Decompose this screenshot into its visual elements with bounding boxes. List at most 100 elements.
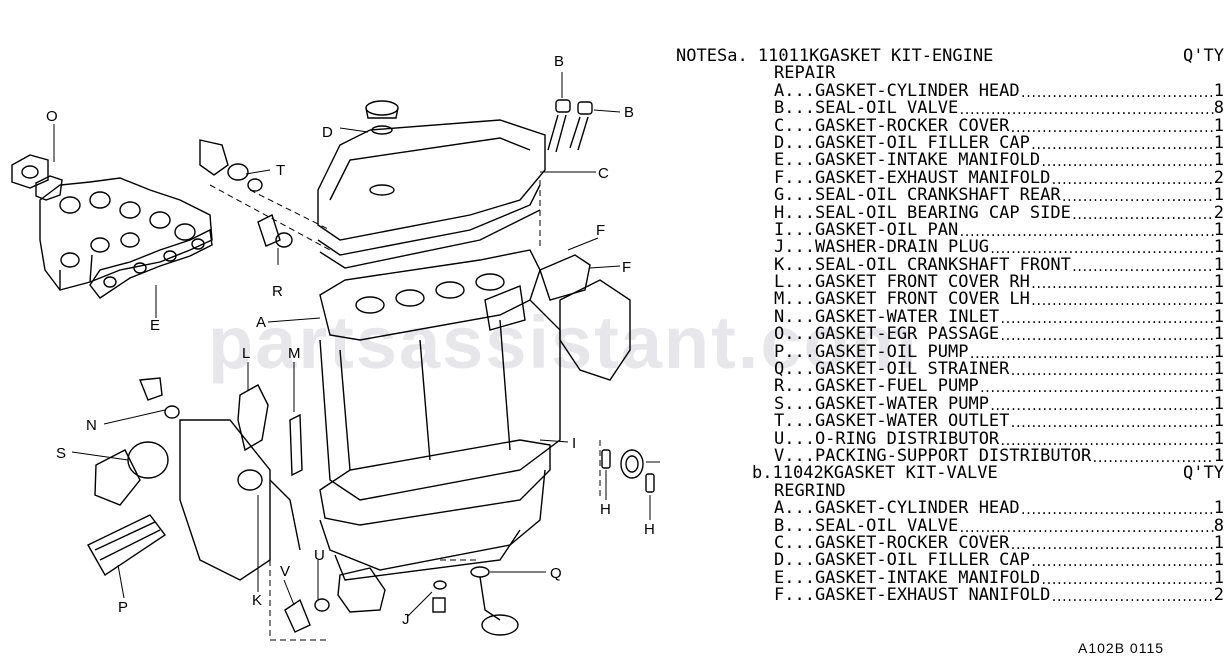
item-qty: 1	[1213, 567, 1224, 588]
leader-lines	[53, 72, 660, 617]
leader-dots: ........................................…	[1070, 207, 1214, 222]
leader-dots: ........................................…	[1019, 503, 1214, 518]
exhaust-manifold-drawing	[484, 254, 631, 381]
callout-m: M	[288, 345, 301, 362]
callout-n: N	[86, 417, 97, 434]
leader-dots: ........................................…	[1009, 364, 1214, 379]
item-qty: 1	[1213, 219, 1224, 240]
callout-b-right: B	[624, 104, 634, 121]
item-qty: 1	[1213, 185, 1224, 206]
callout-t: T	[276, 162, 285, 179]
item-qty: 1	[1213, 80, 1224, 101]
gasket-egr-passage-drawing	[11, 154, 63, 201]
callout-u: U	[314, 547, 325, 564]
item-label: R...GASKET-FUEL PUMP	[774, 376, 979, 397]
kit-b-subtitle: REGRIND	[774, 480, 846, 501]
list-item: R...GASKET-FUEL PUMP....................…	[676, 376, 1224, 397]
leader-dots: ........................................…	[968, 346, 1214, 361]
item-label: H...SEAL-OIL BEARING CAP SIDE	[774, 202, 1071, 223]
rocker-cover-drawing	[317, 119, 546, 269]
list-item: N...GASKET-WATER INLET..................…	[676, 306, 1224, 327]
list-item: B...SEAL-OIL VALVE......................…	[676, 517, 1224, 535]
valve-seals-drawing	[547, 99, 593, 153]
kit-a-header: NOTESa. 11011KGASKET KIT-ENGINE Q'TY	[676, 46, 1224, 66]
item-qty: 1	[1213, 550, 1224, 571]
list-item: S...GASKET-WATER PUMP...................…	[676, 393, 1224, 414]
list-item: K...SEAL-OIL CRANKSHAFT FRONT...........…	[676, 254, 1224, 275]
item-qty: 1	[1213, 359, 1224, 380]
item-label: E...GASKET-INTAKE MANIFOLD	[774, 150, 1041, 171]
leader-dots: ........................................…	[988, 242, 1214, 257]
item-label: D...GASKET-OIL FILLER CAP	[774, 550, 1030, 571]
oil-pump-drawing	[87, 514, 167, 576]
kit-a-title: GASKET KIT-ENGINE	[819, 46, 994, 66]
intake-manifold-drawing	[39, 177, 213, 291]
oil-filler-cap-drawing	[365, 100, 399, 135]
item-qty: 2	[1213, 585, 1224, 606]
kit-a-part-no: 11011K	[757, 46, 820, 66]
item-label: F...GASKET-EXHAUST MANIFOLD	[774, 167, 1051, 188]
callout-h-left: H	[600, 501, 611, 518]
item-label: F...GASKET-EXHAUST NANIFOLD	[774, 585, 1051, 606]
list-item: F...GASKET-EXHAUST MANIFOLD.............…	[676, 167, 1224, 188]
gasket-intake-manifold-drawing	[89, 228, 213, 299]
leader-dots: ........................................…	[978, 381, 1214, 396]
item-label: G...SEAL-OIL CRANKSHAFT REAR	[774, 185, 1061, 206]
kit-b-header: b.11042KGASKET KIT-VALVE Q'TY	[752, 463, 1224, 484]
callout-d: D	[322, 124, 333, 141]
item-qty: 1	[1213, 376, 1224, 397]
exploded-engine-diagram: B B O D T C F F R A E L M N I S G H H U …	[11, 53, 660, 641]
leader-dots: ........................................…	[1040, 572, 1214, 587]
callout-c: C	[598, 165, 609, 182]
callout-e: E	[150, 317, 160, 334]
callout-v: V	[280, 563, 290, 580]
item-label: Q...GASKET-OIL STRAINER	[774, 359, 1010, 380]
callout-f-lower: F	[622, 259, 631, 276]
qty-header-b: Q'TY	[1183, 463, 1224, 484]
item-qty: 2	[1213, 202, 1224, 223]
callout-b-upper: B	[554, 53, 564, 70]
kit-a-marker: a	[727, 46, 738, 66]
callout-j: J	[402, 611, 410, 628]
item-label: S...GASKET-WATER PUMP	[774, 393, 989, 414]
leader-dots: ........................................…	[1009, 120, 1214, 135]
assembly-lines	[209, 180, 601, 641]
kit-b-title: GASKET KIT-VALVE	[833, 463, 998, 484]
item-label: N...GASKET-WATER INLET	[774, 306, 1000, 327]
item-qty: 1	[1213, 237, 1224, 258]
kit-b-marker: b	[752, 463, 763, 484]
leader-dots: ........................................…	[999, 329, 1214, 344]
list-item: C...GASKET-ROCKER COVER.................…	[676, 117, 1224, 135]
item-label: L...GASKET FRONT COVER RH	[774, 272, 1030, 293]
leader-dots: ........................................…	[999, 433, 1214, 448]
item-qty: 1	[1213, 428, 1224, 449]
item-qty: 2	[1213, 167, 1224, 188]
notes-label: NOTES	[676, 46, 728, 66]
leader-dots: ........................................…	[1009, 416, 1214, 431]
item-label: A...GASKET-CYLINDER HEAD	[774, 498, 1020, 519]
item-qty: 1	[1213, 445, 1224, 466]
leader-dots: ........................................…	[988, 398, 1214, 413]
qty-header-a: Q'TY	[1183, 46, 1224, 66]
diagram-code: A102B 0115	[1078, 640, 1165, 656]
list-item: E...GASKET-INTAKE MANIFOLD..............…	[676, 150, 1224, 171]
leader-dots: ........................................…	[1029, 137, 1214, 152]
kit-a-subtitle: REPAIR	[774, 63, 836, 84]
item-qty: 1	[1213, 254, 1224, 275]
item-qty: 8	[1213, 98, 1224, 119]
leader-dots: ........................................…	[1050, 172, 1213, 187]
list-item: F...GASKET-EXHAUST NANIFOLD.............…	[676, 585, 1224, 606]
item-label: C...GASKET-ROCKER COVER	[774, 532, 1010, 553]
leader-dots: ........................................…	[1060, 190, 1214, 205]
leader-dots: ........................................…	[1040, 155, 1214, 170]
item-qty: 1	[1213, 150, 1224, 171]
list-item: I...GASKET-OIL PAN......................…	[676, 219, 1224, 240]
item-label: A...GASKET-CYLINDER HEAD	[774, 80, 1020, 101]
front-cover-drawing	[179, 384, 303, 581]
kit-b-part-no: 11042K	[772, 463, 834, 484]
list-item: Q...GASKET-OIL STRAINER.................…	[676, 359, 1224, 380]
item-label: P...GASKET-OIL PUMP	[774, 341, 969, 362]
item-label: V...PACKING-SUPPORT DISTRIBUTOR	[774, 445, 1092, 466]
list-item: V...PACKING-SUPPORT DISTRIBUTOR.........…	[676, 445, 1224, 466]
callout-q: Q	[550, 565, 562, 582]
